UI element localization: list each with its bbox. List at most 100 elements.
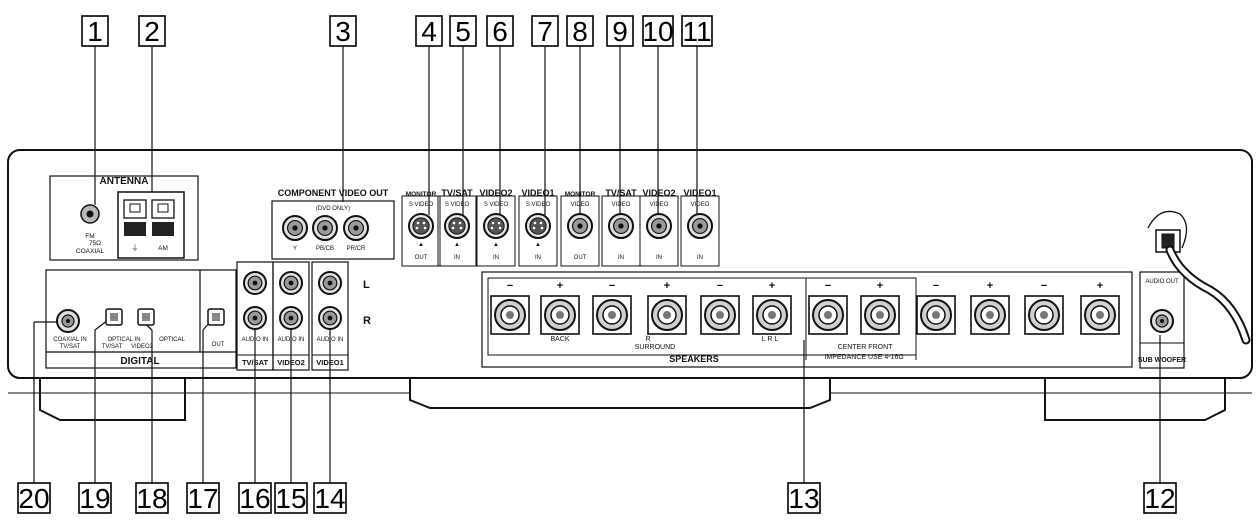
digital-frame [45,269,237,369]
speaker-polarity: − [717,280,723,292]
callout-number-11: 11 [682,16,711,47]
svideo-jack-pin [458,221,462,225]
callout-number-10: 10 [642,16,673,47]
am-terminal-am [151,199,175,219]
component-jack-y-pin [292,225,298,231]
subwoofer-section: AUDIO OUT SUB WOOFER [1138,271,1186,369]
svideo-sub: S VIDEO [484,202,509,208]
speaker-terminal-hole [768,311,776,319]
svideo-frame [437,195,477,267]
audio-in-group: VIDEO2 [277,358,305,367]
optical-out-label: OUT [212,342,225,348]
callout-number-16: 16 [239,483,270,514]
subwoofer-label: SUB WOOFER [1138,357,1186,364]
svideo-jack-pin [452,221,456,225]
video-title: TV/SAT [605,188,637,198]
svideo-jack-pin [497,221,501,225]
svideo-sub: S VIDEO [526,202,551,208]
speakers-impedance: IMPEDANCE USE 4-16Ω [824,354,903,361]
subwoofer-jack-pin [1160,319,1164,323]
audio-in-frame [272,261,310,371]
svideo-title: VIDEO1 [521,188,554,198]
callout-box-15 [274,482,308,514]
svideo-title: MONITOR [406,191,437,198]
svideo-arrow: ▲ [535,242,541,248]
optical-in-video2-port [142,313,150,321]
svideo-sub: S VIDEO [445,202,470,208]
speaker-terminal-hole [556,311,564,319]
coaxial-in-source: TV/SAT [60,344,81,350]
audio-in-jack-r-pin [327,315,333,321]
speaker-terminal-hole [932,311,940,319]
audio-in-group: TV/SAT [242,358,269,367]
svideo-jack-body [529,217,547,235]
subwoofer-frame [1139,271,1185,369]
video-io: IN [618,255,624,261]
svideo-jack-pin [415,226,419,230]
am-label: AM [158,245,168,252]
svideo-jack-pin [540,226,544,230]
speakers-surround-label: SURROUND [635,344,675,351]
video-io: IN [656,255,662,261]
callout-number-2: 2 [144,16,160,47]
svideo-jack-pin [498,226,502,230]
cord-cable-inner [1167,247,1249,343]
digital-section: COAXIAL IN TV/SAT OPTICAL IN OPTICAL TV/… [45,269,237,369]
speaker-polarity: + [1097,280,1103,292]
component-jack-pb-pin [322,225,328,231]
audio-in-label: AUDIO IN [242,337,269,343]
svideo-title: TV/SAT [441,188,473,198]
power-cord [1147,210,1251,345]
am-terminal-ground-slot [129,203,141,213]
video-io: OUT [574,255,587,261]
optical-out-port [212,313,220,321]
svideo-jack-pin [539,221,543,225]
coaxial-in-jack-pin [66,319,70,323]
am-terminal-am-slot [157,203,169,213]
callout-box-6 [486,15,514,47]
audio-in-frame [311,261,349,371]
speaker-terminal-hole [1096,311,1104,319]
audio-in-jack-l-pin [327,280,333,286]
antenna-section: ANTENNA FM 75Ω COAXIAL ⏚ AM [49,175,199,261]
component-pb-label: PB/CB [316,246,334,252]
svideo-io: IN [454,255,460,261]
speaker-terminal-hole [506,311,514,319]
callout-number-15: 15 [275,483,306,514]
callout-number-17: 17 [187,483,218,514]
component-frame [271,200,395,260]
video-jacks-section: MONITOR S VIDEO ▲ OUT TV/SAT S VIDEO ▲ IN VIDEO2… [401,188,720,267]
svideo-title: VIDEO2 [479,188,512,198]
video-sub: VIDEO [691,202,710,208]
optical-in-label: OPTICAL IN [107,337,140,343]
video-jack-pin [697,223,703,229]
callout-box-4 [415,15,443,47]
callout-box-10 [642,15,674,47]
callout-number-5: 5 [455,16,471,47]
speaker-terminal-hole [716,311,724,319]
audio-in-jack-r-pin [252,315,258,321]
svideo-io: IN [493,255,499,261]
left-foot [39,378,186,421]
video-io: IN [697,255,703,261]
svideo-jack-body [487,217,505,235]
video-jack-pin [618,223,624,229]
speaker-polarity: + [664,280,670,292]
fm-jack-center [86,210,94,218]
svideo-jack-pin [422,221,426,225]
svideo-jack-pin [416,221,420,225]
svideo-arrow: ▲ [418,242,424,248]
speaker-polarity: − [507,280,513,292]
callout-box-17 [186,482,220,514]
speakers-surround-r-label: R [645,336,650,343]
callout-number-6: 6 [492,16,508,47]
component-video-out-section: COMPONENT VIDEO OUT (DVD ONLY) Y PB/CB P… [271,188,395,260]
audio-in-group: VIDEO1 [316,358,344,367]
video-title: VIDEO2 [642,188,675,198]
callout-box-20 [17,482,51,514]
video-frame [680,195,720,267]
callout-number-18: 18 [136,483,167,514]
svideo-io: IN [535,255,541,261]
video-jack-pin [656,223,662,229]
video-sub: VIDEO [612,202,631,208]
